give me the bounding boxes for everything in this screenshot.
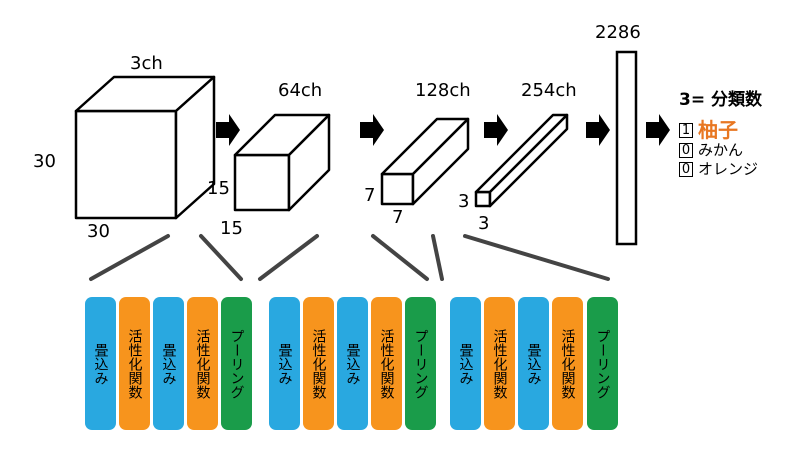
arrow-icon: [646, 114, 670, 146]
layer-label: 畳込み: [344, 342, 361, 385]
feature-map-cube-1: [74, 75, 216, 220]
layer-label: 活性化関数: [310, 328, 327, 399]
layer-activation: 活性化関数: [303, 297, 334, 430]
layer-label: 畳込み: [525, 342, 542, 385]
layer-activation: 活性化関数: [187, 297, 218, 430]
layer-conv: 畳込み: [85, 297, 116, 430]
output-value-3: 0: [679, 162, 693, 177]
output-name-1: 柚子: [698, 118, 738, 142]
layer-label: 畳込み: [160, 342, 177, 385]
stage-2-height: 15: [207, 178, 230, 199]
feature-map-cube-2: [233, 113, 331, 212]
layer-activation: 活性化関数: [552, 297, 583, 430]
layer-label: 活性化関数: [559, 328, 576, 399]
layer-label: 活性化関数: [378, 328, 395, 399]
output-name-2: みかん: [698, 141, 744, 159]
layer-label: 畳込み: [276, 342, 293, 385]
output-row-2: 0 みかん: [679, 143, 743, 158]
output-title: 3= 分類数: [679, 90, 762, 110]
layer-activation: 活性化関数: [371, 297, 402, 430]
feature-map-cube-3: [380, 117, 470, 206]
layer-label: プーリング: [228, 328, 245, 399]
arrow-icon: [586, 114, 610, 146]
layer-conv: 畳込み: [153, 297, 184, 430]
output-name-3: オレンジ: [698, 160, 759, 178]
feature-map-cube-4: [474, 113, 569, 208]
group-connector-lines: [89, 234, 610, 281]
stage-4-height: 3: [458, 191, 470, 212]
layer-conv: 畳込み: [337, 297, 368, 430]
output-row-1: 1 柚子: [679, 120, 738, 140]
layer-label: プーリング: [594, 328, 611, 399]
flow-arrows: [216, 114, 670, 146]
dense-units: 2286: [595, 22, 641, 43]
layer-label: 活性化関数: [126, 328, 143, 399]
layer-label: 畳込み: [457, 342, 474, 385]
layer-pooling: プーリング: [587, 297, 618, 430]
stage-1-width: 30: [87, 221, 110, 242]
output-value-2: 0: [679, 143, 693, 158]
stage-1-height: 30: [33, 151, 56, 172]
layer-conv: 畳込み: [269, 297, 300, 430]
arrow-icon: [216, 114, 240, 146]
layer-label: プーリング: [412, 328, 429, 399]
output-value-1: 1: [679, 122, 693, 138]
stage-4-width: 3: [478, 213, 490, 234]
layer-pooling: プーリング: [405, 297, 436, 430]
stage-2-channels: 64ch: [278, 80, 323, 101]
stage-3-channels: 128ch: [415, 80, 471, 101]
layer-conv: 畳込み: [518, 297, 549, 430]
layer-label: 活性化関数: [194, 328, 211, 399]
stage-3-width: 7: [392, 207, 404, 228]
stage-1-channels: 3ch: [130, 53, 163, 74]
stage-2-width: 15: [220, 218, 243, 239]
dense-layer-bar: [615, 50, 638, 246]
arrow-icon: [360, 114, 384, 146]
stage-3-height: 7: [364, 185, 376, 206]
layer-activation: 活性化関数: [484, 297, 515, 430]
layer-conv: 畳込み: [450, 297, 481, 430]
layer-activation: 活性化関数: [119, 297, 150, 430]
stage-4-channels: 254ch: [521, 80, 577, 101]
layer-label: 畳込み: [92, 342, 109, 385]
layer-pooling: プーリング: [221, 297, 252, 430]
output-row-3: 0 オレンジ: [679, 162, 758, 177]
layer-label: 活性化関数: [491, 328, 508, 399]
arrow-icon: [484, 114, 508, 146]
